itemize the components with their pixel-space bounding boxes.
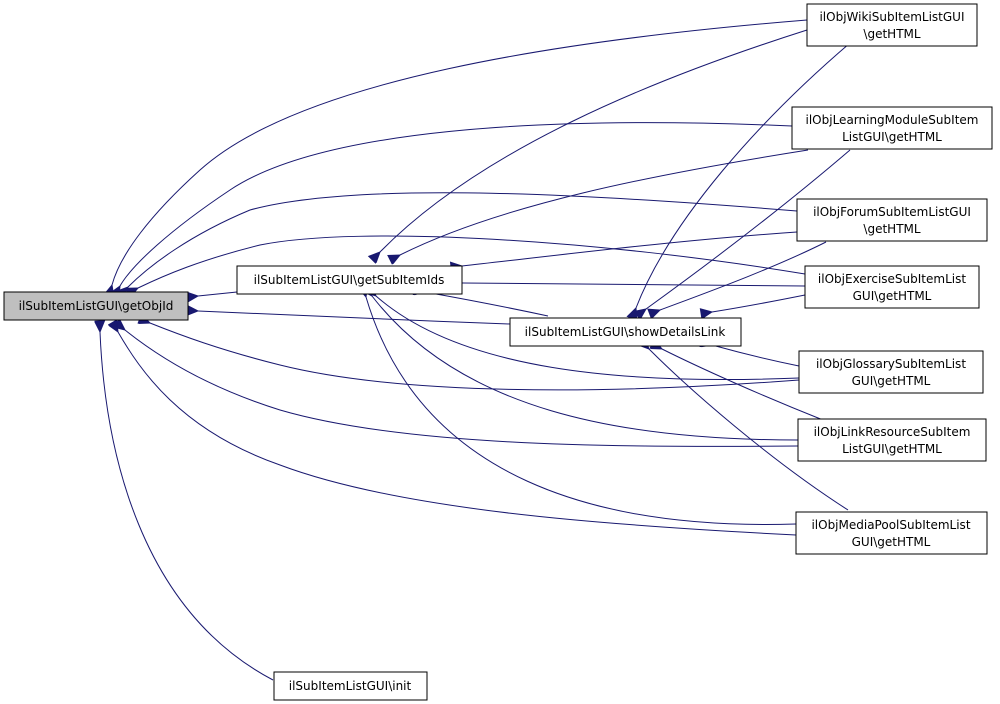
edges — [100, 19, 851, 681]
edge-glossary-to-getobjid — [150, 323, 800, 391]
edge-wiki-to-getsubitemids — [380, 29, 808, 252]
edge-forum-to-showdetails — [660, 241, 827, 310]
node-init-box — [273, 671, 428, 701]
node-lm-gethtml[interactable]: ilObjLearningModuleSubItem ListGUI\getHT… — [791, 106, 993, 150]
node-linkres-gethtml-label-line2: ListGUI\getHTML — [842, 442, 942, 456]
node-forum-gethtml-label-line2: \getHTML — [863, 222, 920, 236]
node-linkres-gethtml-label-line1: ilObjLinkResourceSubItem — [814, 425, 971, 439]
edge-wiki-to-showdetails — [636, 42, 851, 308]
node-exercise-gethtml-label-line2: GUI\getHTML — [853, 289, 932, 303]
node-linkres-gethtml[interactable]: ilObjLinkResourceSubItem ListGUI\getHTML — [797, 418, 987, 462]
edge-mediapool-to-getsubitemids — [366, 297, 797, 525]
edge-forum-to-getobjid — [128, 192, 798, 287]
node-wiki-gethtml-box — [806, 3, 978, 47]
node-getobjid[interactable]: ilSubItemListGUI\getObjId — [3, 291, 189, 321]
edge-linkres-to-getobjid — [125, 330, 799, 447]
node-lm-gethtml-box — [791, 106, 993, 150]
node-wiki-gethtml[interactable]: ilObjWikiSubItemListGUI \getHTML — [806, 3, 978, 47]
edge-linkres-to-getsubitemids — [372, 296, 799, 441]
node-mediapool-gethtml[interactable]: ilObjMediaPoolSubItemList GUI\getHTML — [795, 511, 988, 555]
node-lm-gethtml-label-line1: ilObjLearningModuleSubItem — [806, 113, 979, 127]
node-getobjid-label: ilSubItemListGUI\getObjId — [19, 299, 174, 313]
node-forum-gethtml-label-line1: ilObjForumSubItemListGUI — [813, 205, 971, 219]
node-getobjid-box — [3, 291, 189, 321]
edge-exercise-to-getsubitemids — [462, 283, 806, 286]
edge-showdetails-to-getobjid — [198, 311, 511, 325]
node-wiki-gethtml-label-line1: ilObjWikiSubItemListGUI — [819, 10, 964, 24]
node-mediapool-gethtml-label-line2: GUI\getHTML — [852, 535, 931, 549]
node-init-label: ilSubItemListGUI\init — [289, 679, 412, 693]
node-exercise-gethtml[interactable]: ilObjExerciseSubItemList GUI\getHTML — [804, 265, 980, 309]
node-showdetailslink[interactable]: ilSubItemListGUI\showDetailsLink — [509, 317, 742, 347]
node-glossary-gethtml-box — [798, 350, 984, 394]
node-wiki-gethtml-label-line2: \getHTML — [863, 27, 920, 41]
node-mediapool-gethtml-box — [795, 511, 988, 555]
edge-init-to-getobjid — [100, 332, 274, 681]
node-getsubitemids-box — [236, 265, 463, 295]
node-getsubitemids-label: ilSubItemListGUI\getSubItemIds — [254, 273, 445, 287]
node-glossary-gethtml[interactable]: ilObjGlossarySubItemList GUI\getHTML — [798, 350, 984, 394]
edge-lm-to-getsubitemids — [400, 149, 809, 255]
node-showdetailslink-box — [509, 317, 742, 347]
edge-showdetails-to-getsubitemids — [425, 292, 549, 317]
node-forum-gethtml-box — [796, 198, 988, 242]
edge-lm-to-getobjid — [120, 122, 793, 286]
edge-lm-to-showdetails — [646, 149, 851, 309]
edge-exercise-to-showdetails — [712, 294, 806, 312]
edge-exercise-to-getobjid — [138, 235, 806, 288]
edge-wiki-to-getobjid — [112, 19, 808, 285]
node-lm-gethtml-label-line2: ListGUI\getHTML — [842, 130, 942, 144]
node-exercise-gethtml-box — [804, 265, 980, 309]
node-mediapool-gethtml-label-line1: ilObjMediaPoolSubItemList — [811, 518, 970, 532]
node-linkres-gethtml-box — [797, 418, 987, 462]
edge-mediapool-to-showdetails — [649, 349, 849, 511]
edge-linkres-to-showdetails — [662, 349, 824, 421]
edge-mediapool-to-getobjid — [118, 332, 797, 536]
node-glossary-gethtml-label-line1: ilObjGlossarySubItemList — [816, 357, 966, 371]
edge-forum-to-getsubitemids — [462, 231, 798, 266]
edge-getsubitemids-to-getobjid — [198, 292, 238, 296]
node-init[interactable]: ilSubItemListGUI\init — [273, 671, 428, 701]
node-glossary-gethtml-label-line2: GUI\getHTML — [852, 374, 931, 388]
node-forum-gethtml[interactable]: ilObjForumSubItemListGUI \getHTML — [796, 198, 988, 242]
node-showdetailslink-label: ilSubItemListGUI\showDetailsLink — [525, 325, 726, 339]
edge-glossary-to-showdetails — [712, 345, 800, 367]
node-exercise-gethtml-label-line1: ilObjExerciseSubItemList — [818, 272, 966, 286]
node-getsubitemids[interactable]: ilSubItemListGUI\getSubItemIds — [236, 265, 463, 295]
